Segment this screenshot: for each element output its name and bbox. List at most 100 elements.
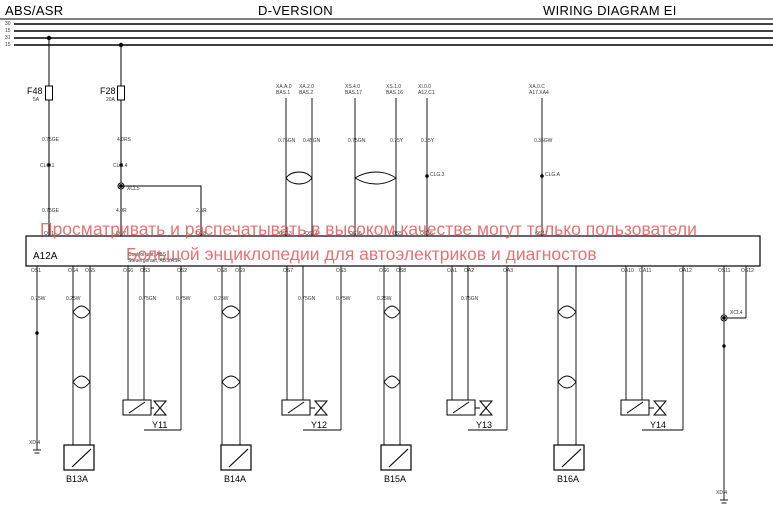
pin-label: OS16 [420, 231, 433, 237]
signal-ref: XS.1.0 BAS.16 [386, 84, 403, 96]
pin-label: OS7 [116, 231, 127, 237]
pin-label: OS5 [392, 231, 403, 237]
wire-label: 0.35Y [421, 138, 435, 144]
pin-label: OS14 [305, 231, 318, 237]
wire-label: 0.25W [377, 296, 392, 302]
controller-id: A12A [33, 251, 58, 262]
connector-label: CLG.4 [113, 163, 128, 169]
bus-label: 31 [5, 35, 11, 41]
sensor-b16a [553, 444, 585, 471]
pin-label: OS8 [196, 231, 207, 237]
bus-label: 30 [5, 21, 11, 27]
sensor-b15a-label: B15A [384, 474, 407, 484]
wire-label: 0.25W [66, 296, 81, 302]
pin-label: OS8 [217, 268, 228, 274]
wire-label: 0.75GE [42, 208, 59, 214]
sensor-b14a [220, 444, 252, 471]
wire-label: 0.75GE [42, 137, 59, 143]
fuse-f28-feed [117, 45, 202, 236]
wire-label: 0.75W [336, 296, 351, 302]
pin-label: OS1 [31, 268, 42, 274]
pin-label: OS3 [140, 268, 151, 274]
controller-description: Control unit, ABS Steuergeraet, ABS/ASR [128, 252, 182, 264]
splice-label: XCL4 [730, 310, 743, 316]
wire-label: 4.0RS [117, 137, 131, 143]
valve-y14-label: Y14 [650, 420, 667, 430]
wire-label: 0.75GN [298, 296, 316, 302]
pin-label: OS5 [85, 268, 96, 274]
header-left: ABS/ASR [5, 3, 64, 18]
wire-label: 0.75GN [139, 296, 157, 302]
pin-label: OA2 [464, 268, 475, 274]
valve-y14 [620, 399, 668, 416]
pin-label: OS13 [279, 231, 292, 237]
pin-label: OS8 [396, 268, 407, 274]
pin-label: OS2 [177, 268, 188, 274]
wire-label: 4.0R [116, 208, 127, 214]
pin-label: OS6 [123, 268, 134, 274]
pin-label: OS3 [336, 268, 347, 274]
lower-wiring [33, 266, 747, 504]
sensor-b15a [380, 444, 412, 471]
fuse-f48-rating: 5A [33, 97, 40, 103]
pin-label: OA12 [679, 268, 692, 274]
fuse-f48-name: F48 [27, 86, 43, 96]
signal-ref: XA.0.C A17.XA4 [529, 84, 549, 96]
bus-label: 15 [5, 28, 11, 34]
valve-y13 [446, 399, 494, 416]
controller-box [25, 235, 761, 267]
fuse-f28-name: F28 [100, 86, 116, 96]
pin-label: OS7 [283, 268, 294, 274]
ground-label: XD.4 [716, 490, 728, 496]
valve-y12-label: Y12 [311, 420, 328, 430]
pin-label: OS6 [379, 268, 390, 274]
connector-label: CLG.1 [40, 163, 55, 169]
wire-label: 0.75GN [278, 138, 296, 144]
pin-label: OA1 [447, 268, 458, 274]
signal-ref: XI.0.0 A12.C1 [418, 84, 435, 96]
signal-ref: XA.2.0 BAS.2 [299, 84, 315, 96]
sensor-b14a-label: B14A [224, 474, 247, 484]
wire-label: 0.45GN [303, 138, 321, 144]
wire-label: 0.75GN [348, 138, 366, 144]
pin-label: OS4 [68, 268, 79, 274]
fuse-f48-feed [45, 38, 53, 236]
pin-label: OA11 [639, 268, 652, 274]
pin-label: OA3 [503, 268, 514, 274]
pin-label: OS12 [741, 268, 754, 274]
watermark-line-1: Просматривать и распечатывать в высоком … [40, 219, 697, 239]
wire-label: 0.75Y [390, 138, 404, 144]
sensor-b13a-label: B13A [66, 474, 89, 484]
ground-label: XD.4 [29, 440, 41, 446]
pin-label: OS17 [535, 231, 548, 237]
signal-ref: XA.A.0 BAS.1 [276, 84, 292, 96]
connector-label: CLG.A [545, 172, 561, 178]
pin-label: OS11 [718, 268, 731, 274]
pin-label: OS15 [349, 231, 362, 237]
header-center: D-VERSION [258, 3, 333, 18]
bus-label: 15 [5, 42, 11, 48]
wire-label: 0.75W [176, 296, 191, 302]
pin-label: OS1 [44, 231, 55, 237]
sensor-b13a [63, 444, 95, 471]
header-right: WIRING DIAGRAM EI [543, 3, 677, 18]
signal-ref: XS.4.0 BAS.17 [345, 84, 362, 96]
top-signal-wires [285, 98, 544, 236]
fuse-f28-rating: 20A [106, 97, 115, 103]
pin-label: OA10 [621, 268, 634, 274]
valve-y13-label: Y13 [476, 420, 493, 430]
pin-label: OS9 [235, 268, 246, 274]
sensor-b16a-label: B16A [557, 474, 580, 484]
wire-label: 0.25W [214, 296, 229, 302]
valve-y12 [281, 399, 329, 416]
connector-label: CLG.3 [430, 172, 445, 178]
wire-label: 0.75W [31, 296, 46, 302]
wire-label: 2.5R [196, 208, 207, 214]
wire-label: 0.35GW [534, 138, 553, 144]
valve-y11-label: Y11 [152, 420, 168, 430]
wire-label: 0.75GN [461, 296, 479, 302]
watermark-line-2: Большой энциклопедии для автоэлектриков … [126, 244, 597, 264]
valve-y11 [122, 399, 168, 416]
power-bus [14, 23, 773, 46]
